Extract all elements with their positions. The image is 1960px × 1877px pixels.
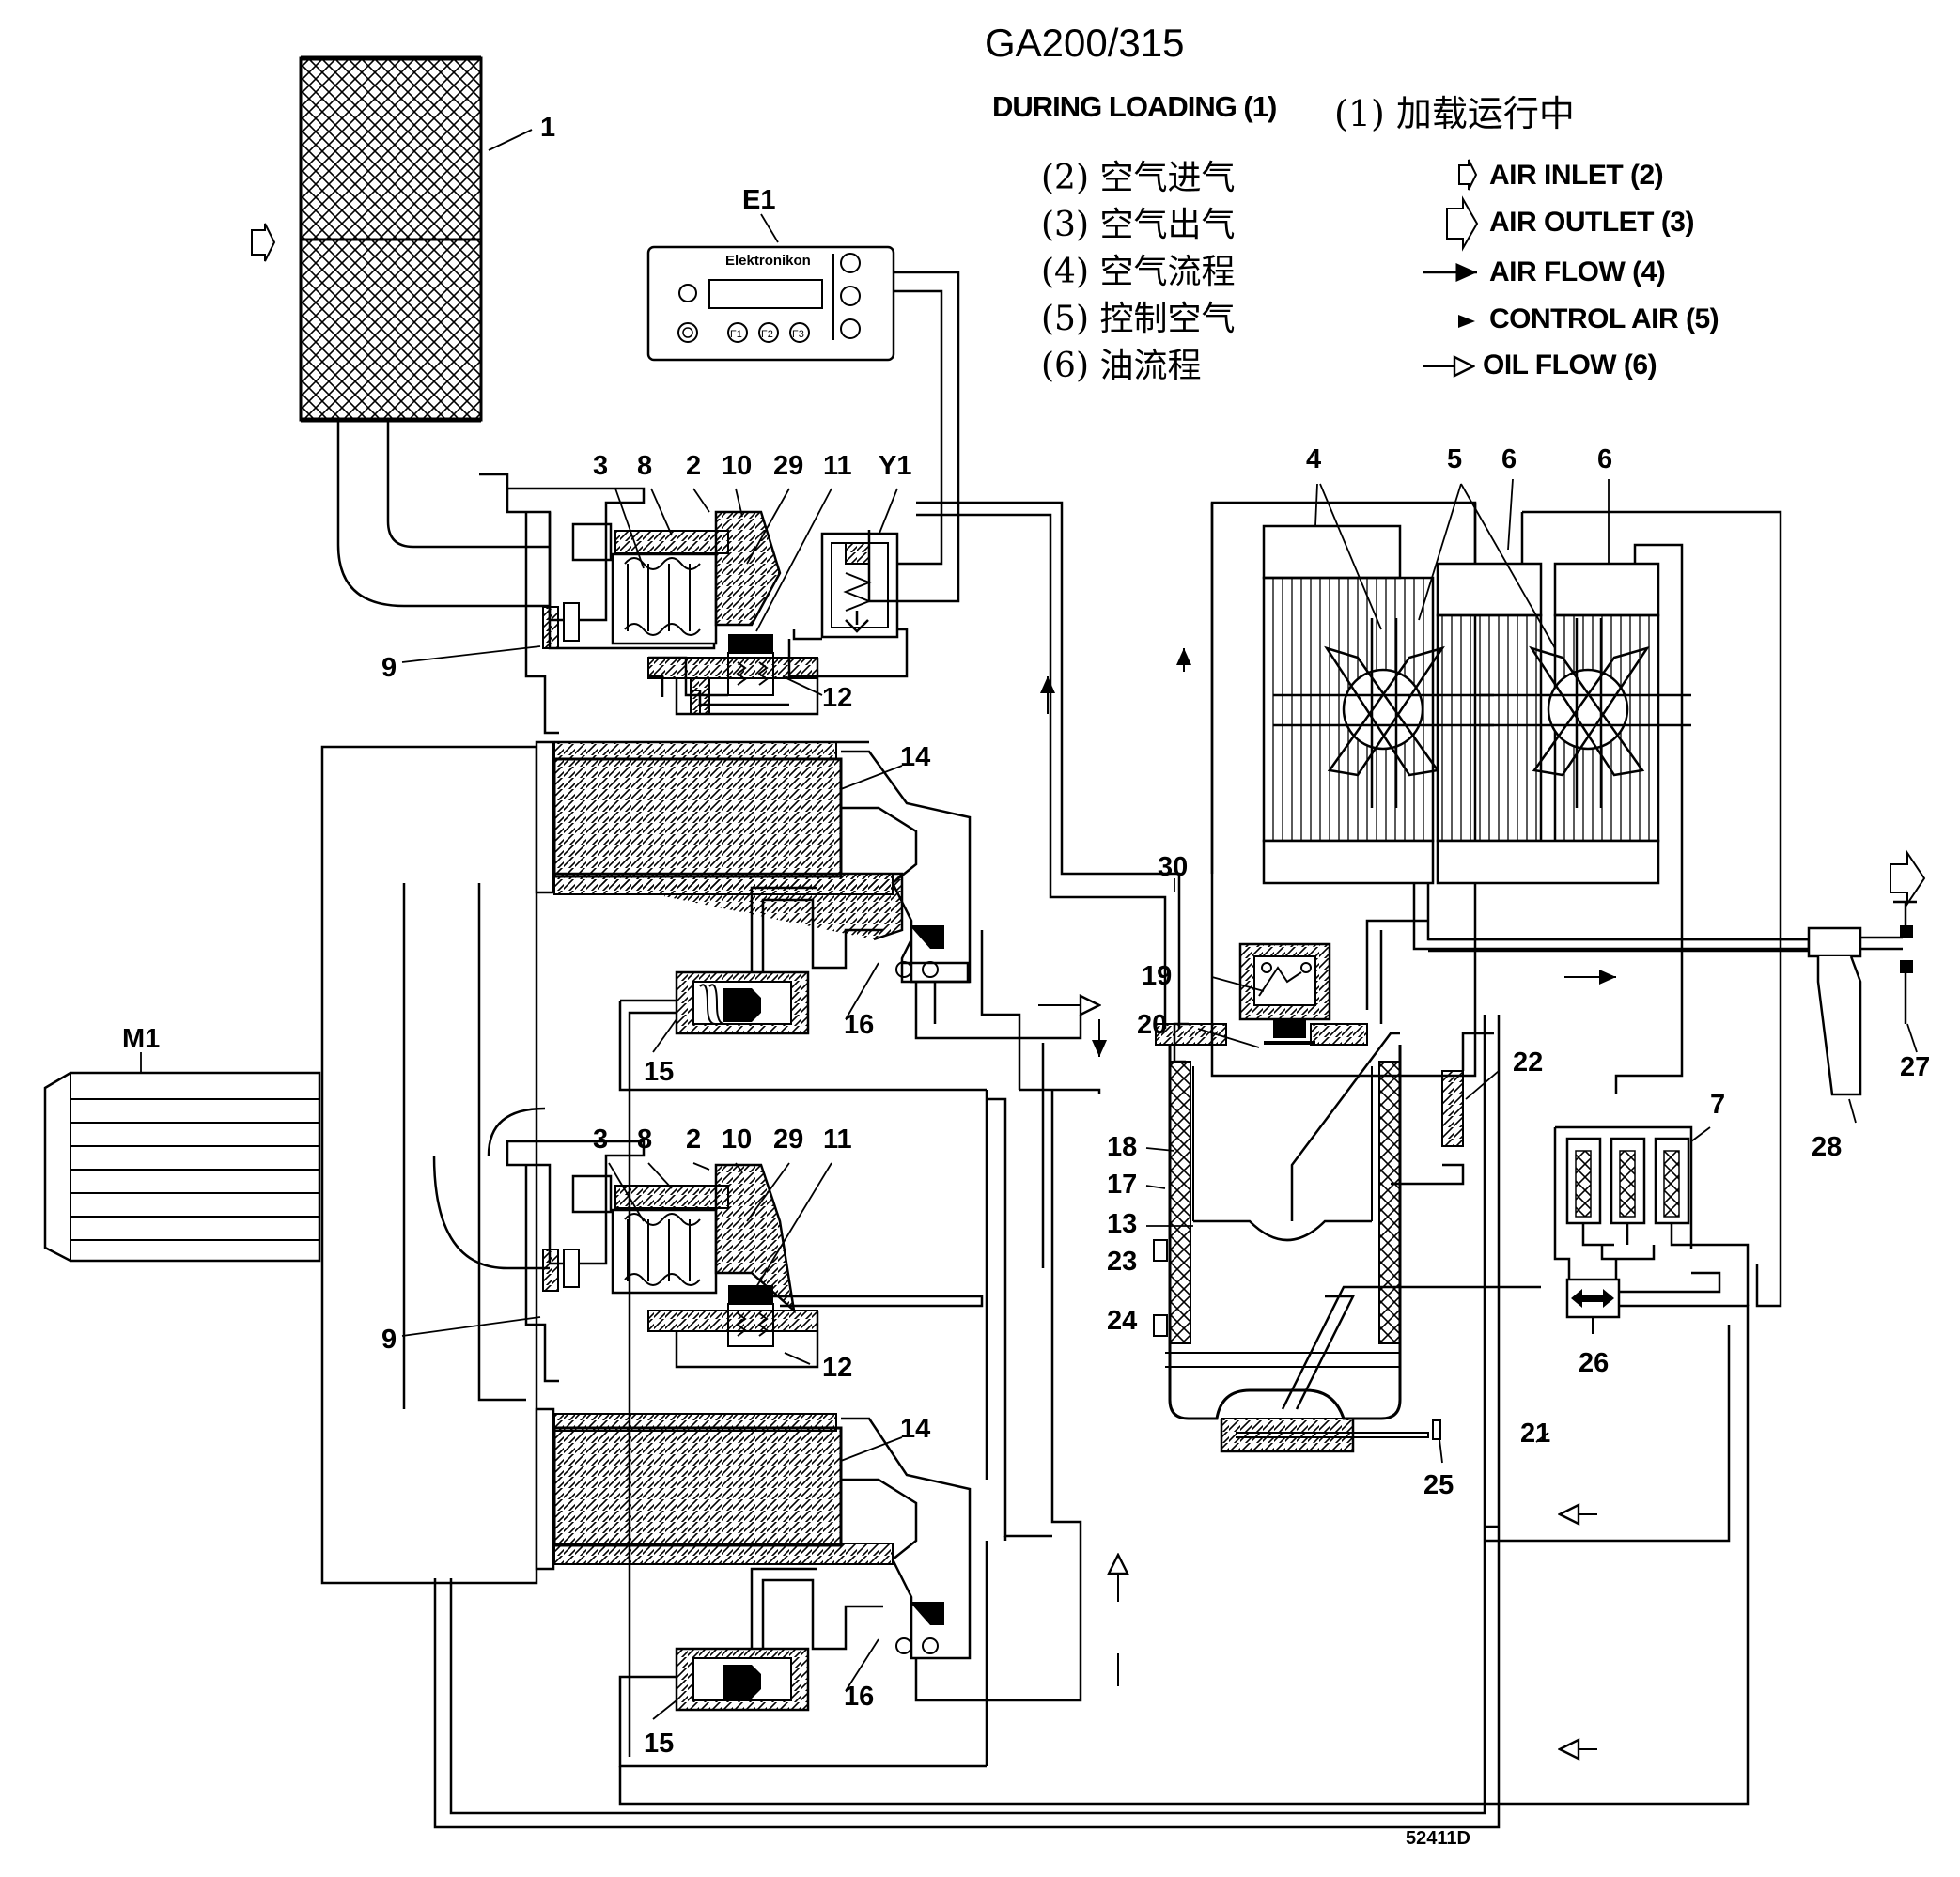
- cooler-assembly: [1210, 501, 1811, 1308]
- label-7: 7: [1710, 1090, 1725, 1120]
- elektronikon-controller: Elektronikon: [646, 245, 895, 362]
- label-29-lower: 29: [773, 1125, 803, 1155]
- label-24: 24: [1107, 1306, 1137, 1336]
- label-13: 13: [1107, 1209, 1137, 1239]
- label-29-upper: 29: [773, 451, 803, 481]
- label-27: 27: [1900, 1052, 1930, 1082]
- label-11-upper: 11: [823, 451, 852, 481]
- label-19: 19: [1142, 961, 1172, 991]
- air-filter: [299, 55, 483, 423]
- label-26: 26: [1579, 1348, 1609, 1378]
- air-outlet-water-separator: [1428, 900, 1917, 1096]
- legend-symbols: [1423, 159, 1479, 366]
- label-25: 25: [1423, 1470, 1454, 1500]
- label-14-upper: 14: [900, 742, 930, 772]
- label-2-upper: 2: [686, 451, 701, 481]
- label-14-lower: 14: [900, 1414, 930, 1444]
- label-22: 22: [1513, 1047, 1543, 1078]
- label-4: 4: [1306, 444, 1321, 474]
- controller-brand: Elektronikon: [725, 253, 811, 269]
- legend-en-oil-flow: OIL FLOW (6): [1483, 349, 1657, 380]
- label-17: 17: [1107, 1170, 1137, 1200]
- legend-zh-control-air: (5) 控制空气: [1041, 300, 1236, 338]
- label-9-lower: 9: [381, 1325, 397, 1355]
- diagram-title: GA200/315: [985, 21, 1185, 65]
- key-f3: F3: [792, 329, 804, 340]
- compressor-element-stage-2: [552, 1090, 1082, 1768]
- label-3-upper: 3: [593, 451, 608, 481]
- label-12-upper: 12: [822, 683, 852, 713]
- oil-filters: [1553, 1125, 1750, 1306]
- label-8-upper: 8: [637, 451, 652, 481]
- air-inlet-arrow-icon: [251, 223, 276, 262]
- legend-zh-air-outlet: (3) 空气出气: [1041, 206, 1236, 244]
- label-12-lower: 12: [822, 1353, 852, 1383]
- subtitle-chinese: (1) 加载运行中: [1334, 93, 1575, 134]
- flow-arrows: [1038, 648, 1616, 1749]
- label-21: 21: [1520, 1419, 1550, 1449]
- legend-en-air-flow: AIR FLOW (4): [1489, 256, 1666, 287]
- oil-separator-vessel: [1153, 1022, 1541, 1453]
- label-e1: E1: [742, 185, 775, 215]
- legend-control-air-icon: [1458, 315, 1475, 328]
- solenoid-valve-y1: [787, 532, 909, 678]
- label-20: 20: [1137, 1010, 1167, 1040]
- label-18: 18: [1107, 1132, 1137, 1162]
- label-y1: Y1: [879, 451, 911, 481]
- label-30: 30: [1158, 852, 1188, 882]
- label-16-upper: 16: [844, 1010, 874, 1040]
- subtitle-english: DURING LOADING (1): [992, 90, 1277, 123]
- key-f2: F2: [761, 329, 773, 340]
- label-9-upper: 9: [381, 653, 397, 683]
- motor-m1: [43, 1071, 321, 1263]
- label-2-lower: 2: [686, 1125, 701, 1155]
- legend-zh-air-flow: (4) 空气流程: [1041, 253, 1236, 291]
- label-3-lower: 3: [593, 1125, 608, 1155]
- thermostatic-bypass-valve: [1565, 1271, 1721, 1334]
- label-m1: M1: [122, 1024, 160, 1054]
- controller-wiring: [867, 271, 960, 603]
- label-6-left: 6: [1501, 444, 1517, 474]
- legend-zh-oil-flow: (6) 油流程: [1041, 347, 1202, 385]
- legend-zh-air-inlet: (2) 空气进气: [1041, 159, 1236, 197]
- minimum-pressure-valve: [1238, 942, 1331, 1045]
- label-15-lower: 15: [644, 1729, 674, 1759]
- controller-keys: F1 F2 F3: [730, 329, 804, 340]
- legend-air-outlet-icon: [1446, 195, 1479, 252]
- label-15-upper: 15: [644, 1057, 674, 1087]
- label-28: 28: [1812, 1132, 1842, 1162]
- legend-en-air-outlet: AIR OUTLET (3): [1489, 207, 1695, 238]
- label-23: 23: [1107, 1247, 1137, 1277]
- key-f1: F1: [730, 329, 742, 340]
- intake-duct: [336, 420, 550, 608]
- part-labels: 1 E1 M1 Y1 9 3 8 2 10 29 11 12 14 16 15 …: [122, 113, 1930, 1759]
- label-8-lower: 8: [637, 1125, 652, 1155]
- label-1: 1: [540, 113, 555, 143]
- leader-lines: [140, 213, 1918, 1720]
- label-6-right: 6: [1597, 444, 1612, 474]
- label-16-lower: 16: [844, 1682, 874, 1712]
- label-10-upper: 10: [722, 451, 752, 481]
- legend-air-inlet-icon: [1458, 159, 1478, 191]
- label-11-lower: 11: [823, 1125, 852, 1155]
- gearbox-casing: [320, 745, 538, 1585]
- legend-en-air-inlet: AIR INLET (2): [1489, 160, 1664, 191]
- legend-en-control-air: CONTROL AIR (5): [1489, 303, 1719, 334]
- drawing-reference-number: 52411D: [1406, 1828, 1470, 1849]
- label-5: 5: [1447, 444, 1462, 474]
- compressor-element-stage-1: [552, 740, 1082, 1092]
- air-outlet-arrow-icon: [1890, 849, 1926, 907]
- label-10-lower: 10: [722, 1125, 752, 1155]
- upper-inlet-valve: [506, 487, 819, 735]
